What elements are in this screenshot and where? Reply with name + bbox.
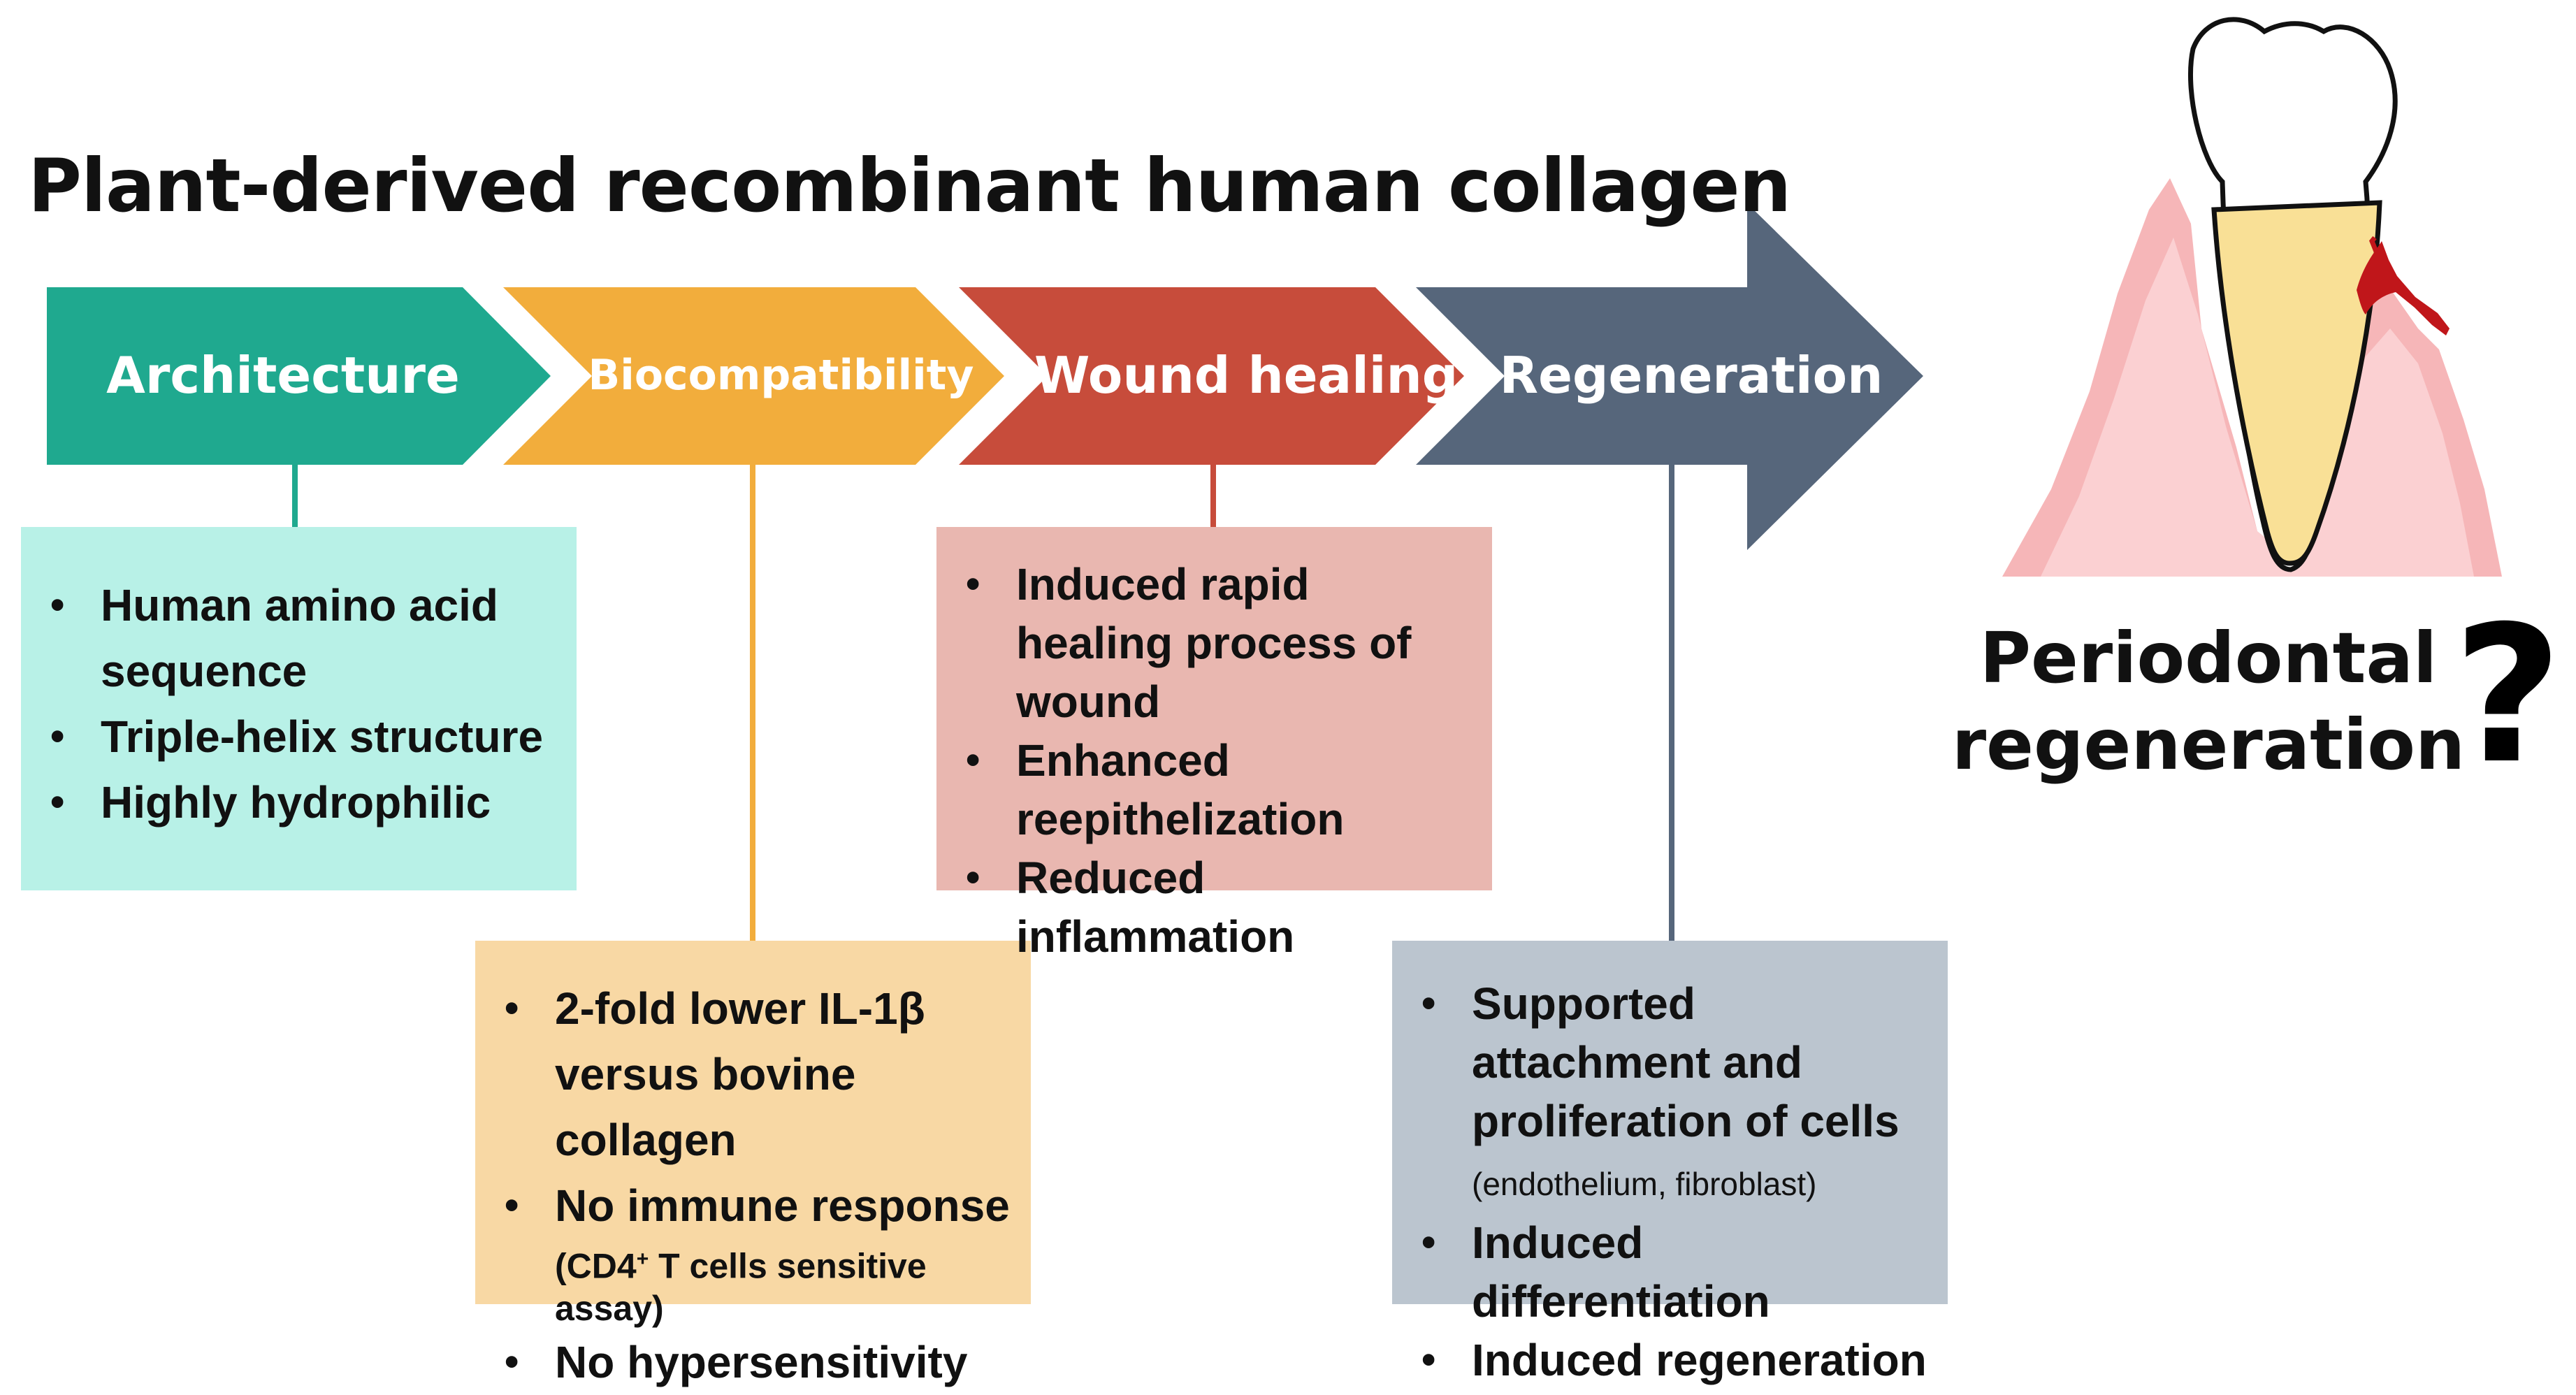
assay-note: (CD4+ T cells sensitive assay) <box>555 1238 1017 1329</box>
wound-healing-arrow <box>959 287 1464 465</box>
assay-note-prefix: (CD4 <box>555 1246 637 1286</box>
wound-healing-box: Induced rapid healing process of wound E… <box>936 527 1492 962</box>
list-item: Human amino acid sequence <box>35 572 563 704</box>
periodontal-line-2: regeneration <box>1951 704 2466 786</box>
list-item: No hypersensitivity <box>489 1329 1017 1395</box>
biocompatibility-arrow <box>503 287 1004 465</box>
biocompatibility-box: 2-fold lower IL-1β versus bovine collage… <box>475 941 1031 1395</box>
diagram-canvas <box>47 17 2502 941</box>
list-item-text: No hypersensitivity <box>555 1336 968 1387</box>
list-item: No immune response (CD4+ T cells sensiti… <box>489 1173 1017 1329</box>
list-item: Supported attachment and proliferation o… <box>1406 974 1934 1213</box>
list-item-text: Supported attachment and proliferation o… <box>1472 978 1900 1146</box>
list-item: Induced differentiation <box>1406 1213 1934 1331</box>
step-label-biocompatibility: Biocompatibility <box>588 351 974 400</box>
list-item: 2-fold lower IL-1β versus bovine collage… <box>489 976 1017 1173</box>
question-mark-icon: ? <box>2453 585 2563 805</box>
assay-note-superscript: + <box>636 1248 649 1271</box>
list-item-text: Induced regeneration <box>1472 1335 1927 1385</box>
step-label-regeneration: Regeneration <box>1499 346 1883 405</box>
list-item-text: 2-fold lower IL-1β versus bovine collage… <box>555 983 925 1165</box>
step-label-wound-healing: Wound healing <box>1034 346 1459 405</box>
list-item: Enhanced reepithelization <box>950 731 1478 848</box>
list-item: Reduced inflammation <box>950 848 1478 966</box>
tooth-icon <box>2002 17 2502 577</box>
page-title: Plant-derived recombinant human collagen <box>28 143 1791 229</box>
regeneration-arrow <box>1416 203 1923 550</box>
list-item-text: Induced differentiation <box>1472 1217 1770 1327</box>
list-item: Induced rapid healing process of wound <box>950 555 1478 731</box>
periodontal-regeneration-label: Periodontal regeneration <box>1943 615 2474 788</box>
list-item-text: No immune response <box>555 1180 1010 1231</box>
cell-types-note: (endothelium, fibroblast) <box>1472 1166 1817 1202</box>
architecture-arrow <box>47 287 551 465</box>
periodontal-line-1: Periodontal <box>1979 617 2438 699</box>
list-item: Highly hydrophilic <box>35 769 563 835</box>
list-item: Triple-helix structure <box>35 704 563 769</box>
regeneration-box: Supported attachment and proliferation o… <box>1392 941 1948 1389</box>
step-label-architecture: Architecture <box>106 346 460 405</box>
architecture-box: Human amino acid sequence Triple-helix s… <box>21 527 577 890</box>
list-item: Induced regeneration <box>1406 1331 1934 1389</box>
